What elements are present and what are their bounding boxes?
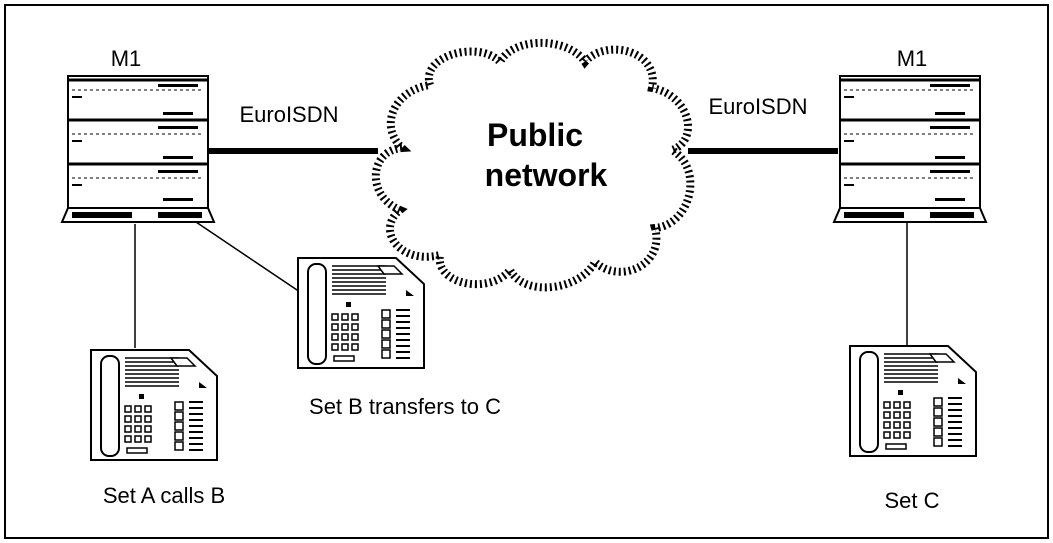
cloud-label-line2: network	[485, 157, 608, 193]
phone-set-c-icon	[849, 345, 977, 457]
phone-set-a-icon	[90, 349, 218, 461]
cloud-label-line1: Public	[487, 117, 583, 153]
set-a-label: Set A calls B	[103, 483, 225, 508]
m1-switch-left	[60, 74, 216, 224]
set-b-label: Set B transfers to C	[309, 394, 501, 419]
left-trunk-label: EuroISDN	[239, 102, 338, 127]
m1-switch-right	[832, 74, 988, 224]
public-network-cloud	[371, 38, 695, 292]
right-trunk-label: EuroISDN	[708, 94, 807, 119]
set-c-label: Set C	[884, 488, 939, 513]
switch-left-label: M1	[111, 46, 142, 71]
link-switch-to-set-b	[192, 219, 301, 293]
switch-right-label: M1	[897, 46, 928, 71]
phone-set-b-icon	[297, 257, 425, 369]
